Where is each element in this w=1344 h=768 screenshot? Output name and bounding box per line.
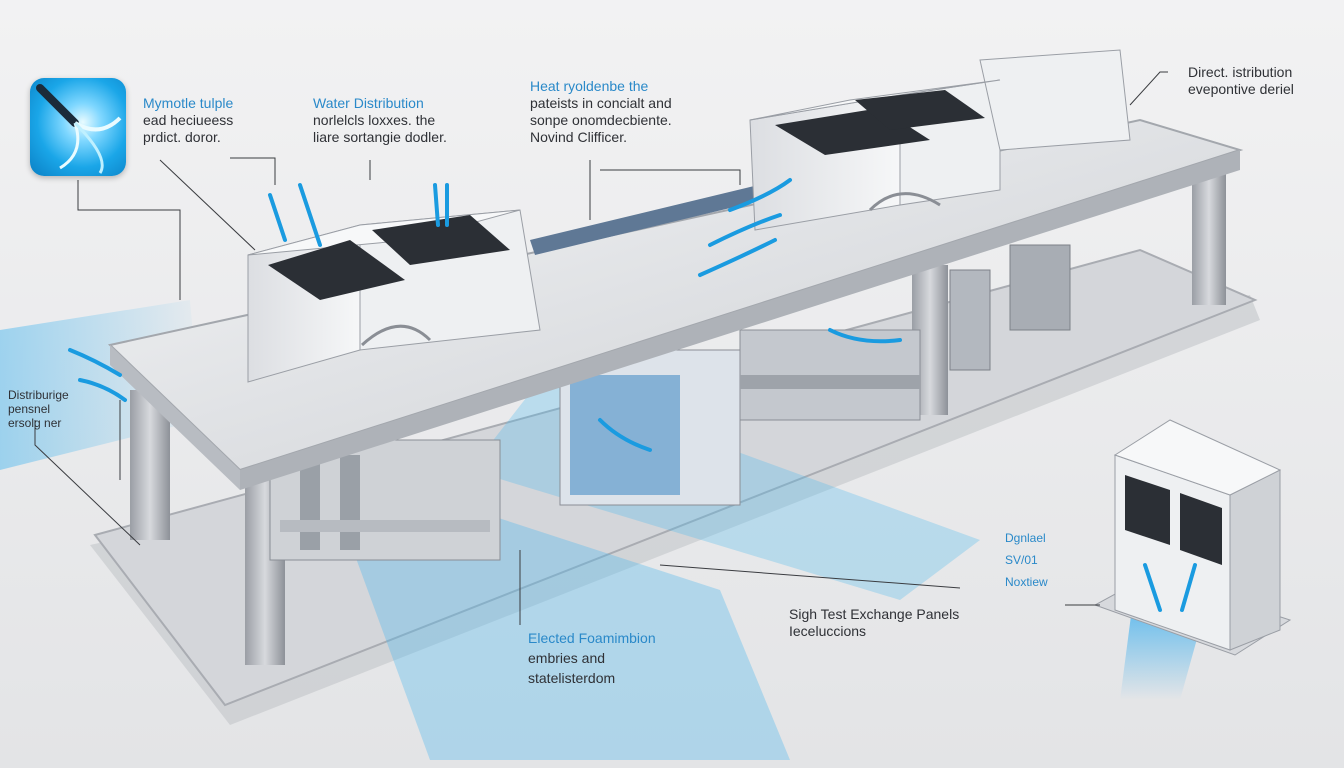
label-text: pateists in concialt and [530,95,672,111]
side-cooling-unit [1093,419,1292,656]
lower-machinery [269,244,1071,561]
label-title: Direct. istribution [1188,64,1293,80]
label-title: Heat ryoldenbe the [530,78,649,94]
label-title: Elected Foamimbion [528,630,656,646]
label-text: liare sortangie dodler. [313,129,447,145]
vent-grille-icon [1180,493,1222,565]
label-text: Noxtiew [1005,575,1048,589]
vent-grille-icon [1125,475,1170,545]
label-left-mid: Distriburige pensnel ersolg ner [8,388,69,430]
label-text: pensnel [8,402,51,416]
label-text: ersolg ner [8,416,62,430]
support-leg [1192,170,1226,305]
label-text: ead heciueess [143,112,234,128]
label-direct-distribution: Direct. istribution evepontive deriel [1188,64,1294,98]
label-text: evepontive deriel [1188,81,1294,97]
label-elected: Elected Foamimbion embries and statelist… [528,628,656,688]
label-title: Sigh Test Exchange Panels [789,606,960,622]
label-text: sonpe onomdecbiente. [530,112,672,128]
water-splash-icon [30,78,126,176]
flow-arrow-icon [68,178,1197,612]
label-text: prdict. doror. [143,129,221,145]
cooling-unit-right [749,49,1131,231]
label-text: Novind Clifficer. [530,129,628,145]
label-text: embries and [528,650,606,666]
label-text: Ieceluccions [789,623,867,639]
vent-grille-icon [372,215,510,265]
label-text: norlelcls loxxes. the [313,112,436,128]
label-title: Water Distribution [313,95,424,111]
distribution-pipe [530,175,805,255]
vent-grille-icon [268,240,405,300]
vent-grille-icon [855,90,985,130]
label-side-unit: Dgnlael SV/01 Noxtiew [1005,527,1048,593]
label-title: Dgnlael [1005,531,1046,545]
label-title: Distriburige [8,388,69,402]
label-title: Mymotle tulple [143,95,234,111]
label-water-distribution: Water Distribution norlelcls loxxes. the… [313,95,447,146]
label-heat: Heat ryoldenbe the pateists in concialt … [530,78,672,146]
leader-lines [34,71,1168,625]
label-text: SV/01 [1005,553,1038,567]
label-text: statelisterdom [528,670,616,686]
cooling-unit-left [247,209,541,383]
label-top-left: Mymotle tulple ead heciueess prdict. dor… [143,95,233,146]
label-exchange-panels: Sigh Test Exchange Panels Ieceluccions [789,606,959,640]
